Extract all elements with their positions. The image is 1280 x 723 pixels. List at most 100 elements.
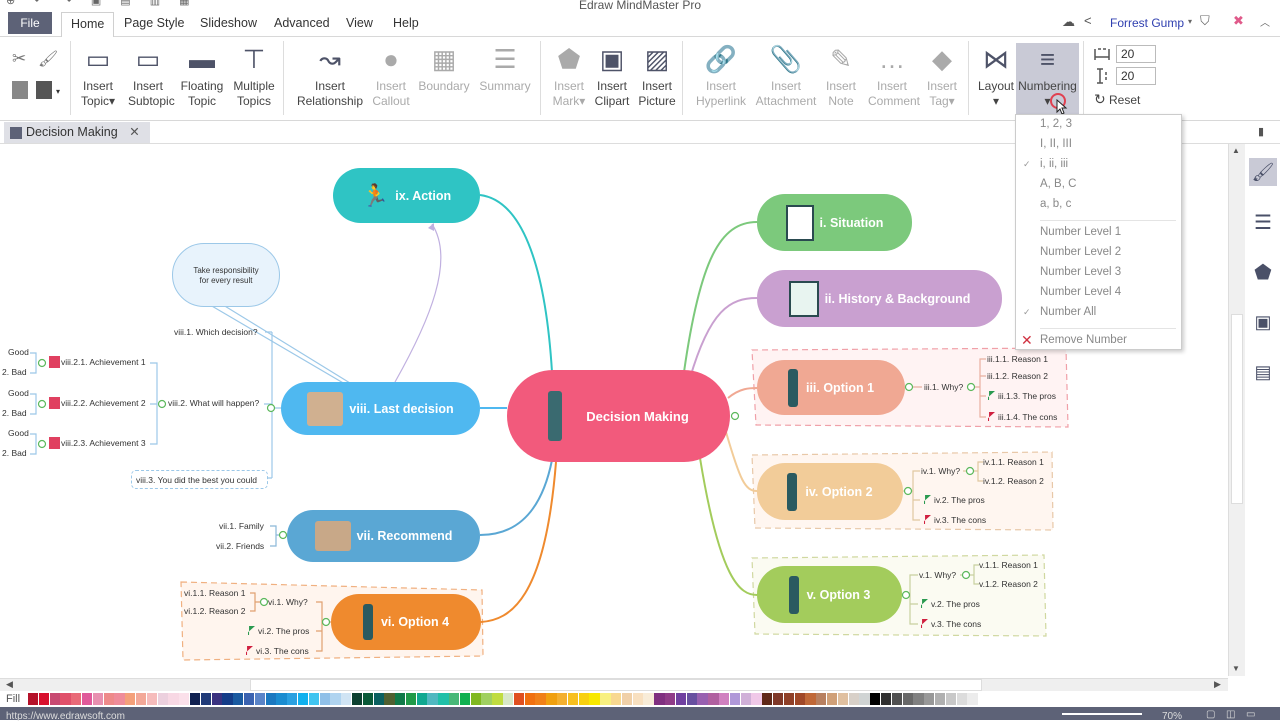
color-swatch[interactable]	[805, 693, 816, 705]
color-swatch[interactable]	[621, 693, 633, 705]
color-swatch[interactable]	[395, 693, 406, 705]
tab-home[interactable]: Home	[61, 12, 115, 37]
callout-cloud[interactable]: Take responsibility for every result	[172, 243, 280, 307]
horizontal-scroll-thumb[interactable]	[250, 679, 982, 691]
file-menu-button[interactable]: File	[8, 12, 52, 34]
subtopic[interactable]: v.1.1. Reason 1	[979, 560, 1038, 570]
central-topic[interactable]: Decision Making	[507, 370, 730, 462]
color-swatch[interactable]	[600, 693, 611, 705]
task-calendar-icon[interactable]: ▤	[1254, 361, 1272, 382]
subtopic[interactable]: iii.1.3. The pros	[988, 391, 1056, 401]
zoom-slider[interactable]	[1062, 713, 1142, 715]
mark-icon[interactable]: ⬟	[1254, 261, 1272, 284]
topic-recommend[interactable]: vii. Recommend	[287, 510, 480, 562]
numbering-format-item[interactable]: a, b, c	[1040, 198, 1072, 210]
color-swatch[interactable]	[308, 693, 320, 705]
color-swatch[interactable]	[524, 693, 535, 705]
summary-button[interactable]: ☰Summary	[478, 43, 532, 94]
topic-option3[interactable]: v. Option 3	[757, 566, 902, 623]
color-swatch[interactable]	[351, 693, 363, 705]
numbering-level-item[interactable]: Number Level 1	[1040, 226, 1122, 238]
color-swatch[interactable]	[535, 693, 546, 705]
color-swatch[interactable]	[859, 693, 870, 705]
color-swatch[interactable]	[956, 693, 967, 705]
format-painter-icon[interactable]: 🖌	[38, 51, 59, 68]
color-swatch[interactable]	[837, 693, 849, 705]
scroll-left-icon[interactable]: ◀	[6, 679, 13, 689]
numbering-format-item[interactable]: I, II, III	[1040, 138, 1072, 150]
color-swatch[interactable]	[589, 693, 600, 705]
color-swatch[interactable]	[481, 693, 492, 705]
scroll-down-icon[interactable]: ▼	[1232, 664, 1240, 673]
color-swatch[interactable]	[373, 693, 384, 705]
tab-slideshow[interactable]: Slideshow	[200, 16, 257, 30]
subtopic[interactable]: iv.1.1. Reason 1	[983, 457, 1044, 467]
color-swatch[interactable]	[243, 693, 255, 705]
subtopic[interactable]: iii.1.4. The cons	[988, 412, 1057, 422]
color-swatch[interactable]	[92, 693, 104, 705]
color-swatch[interactable]	[330, 693, 341, 705]
color-swatch[interactable]	[503, 693, 514, 705]
color-swatch[interactable]	[891, 693, 903, 705]
subtopic[interactable]: 2. Bad	[2, 408, 27, 418]
numbering-button[interactable]: ≡Numbering▾	[1016, 43, 1079, 117]
color-swatch[interactable]	[611, 693, 622, 705]
subtopic[interactable]: viii.2.1. Achievement 1	[49, 356, 146, 368]
color-swatch[interactable]	[276, 693, 287, 705]
subtopic[interactable]: viii.2.2. Achievement 2	[49, 397, 146, 409]
copy-icon[interactable]	[12, 81, 28, 99]
color-swatch[interactable]	[157, 693, 168, 705]
subtopic[interactable]: v.1. Why?	[919, 570, 957, 580]
vertical-spacing-input[interactable]: 20	[1116, 67, 1156, 85]
color-swatch[interactable]	[168, 693, 179, 705]
color-swatch[interactable]	[967, 693, 978, 705]
color-swatch[interactable]	[319, 693, 330, 705]
subtopic[interactable]: vi.1.1. Reason 1	[184, 588, 246, 598]
reset-icon[interactable]: ↻	[1094, 91, 1106, 107]
topic-option4[interactable]: vi. Option 4	[331, 594, 481, 650]
color-swatch[interactable]	[233, 693, 244, 705]
color-swatch[interactable]	[135, 693, 147, 705]
color-swatch[interactable]	[934, 693, 946, 705]
numbering-level-item[interactable]: Number Level 4	[1040, 286, 1122, 298]
color-swatch[interactable]	[125, 693, 136, 705]
color-swatch[interactable]	[643, 693, 654, 705]
tab-view[interactable]: View	[346, 16, 373, 30]
color-swatch[interactable]	[675, 693, 687, 705]
subtopic[interactable]: iii.1.2. Reason 2	[987, 371, 1048, 381]
color-swatch[interactable]	[38, 693, 50, 705]
paste-dropdown-icon[interactable]: ▾	[56, 87, 61, 96]
color-swatch[interactable]	[740, 693, 751, 705]
color-swatch[interactable]	[438, 693, 449, 705]
subtopic[interactable]: Good	[8, 388, 29, 398]
color-swatch[interactable]	[632, 693, 643, 705]
color-swatch[interactable]	[200, 693, 212, 705]
subtopic[interactable]: viii.2.3. Achievement 3	[49, 437, 146, 449]
subtopic[interactable]: iii.1. Why?	[924, 382, 964, 392]
color-swatch[interactable]	[557, 693, 568, 705]
color-swatch[interactable]	[405, 693, 417, 705]
subtopic[interactable]: iv.3. The cons	[924, 515, 986, 525]
horizontal-spacing-input[interactable]: 20	[1116, 45, 1156, 63]
reset-button[interactable]: Reset	[1109, 93, 1141, 107]
subtopic[interactable]: iii.1.1. Reason 1	[987, 354, 1048, 364]
cut-icon[interactable]: ✂	[12, 49, 27, 68]
color-swatch[interactable]	[751, 693, 762, 705]
color-swatch[interactable]	[772, 693, 784, 705]
color-swatch[interactable]	[880, 693, 892, 705]
color-swatch[interactable]	[297, 693, 309, 705]
vertical-scroll-thumb[interactable]	[1231, 314, 1243, 504]
color-swatch[interactable]	[513, 693, 525, 705]
share-icon[interactable]: <	[1084, 13, 1092, 28]
theme-shirt-icon[interactable]: ⛉	[1200, 13, 1210, 28]
color-swatch[interactable]	[665, 693, 676, 705]
